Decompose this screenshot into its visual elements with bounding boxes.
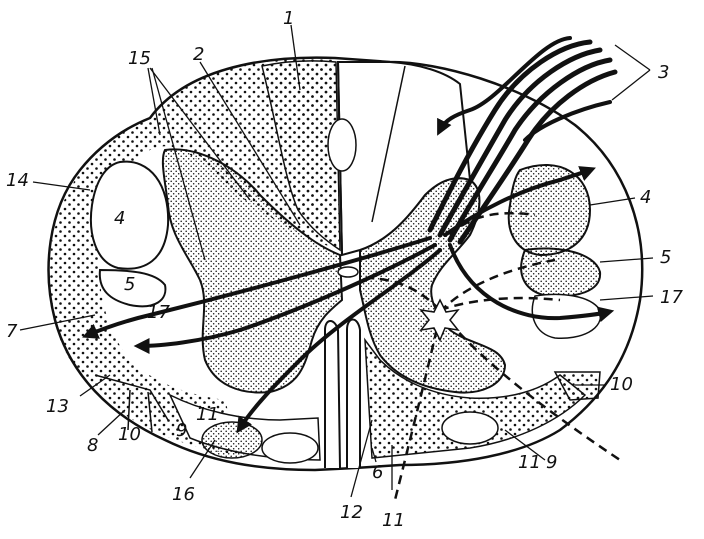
label-12: 12	[340, 502, 363, 523]
label-6: 6	[372, 462, 383, 483]
label-7: 7	[6, 321, 18, 342]
label-9-left: 9	[176, 420, 187, 441]
label-4-left: 4	[114, 208, 125, 229]
label-3: 3	[658, 62, 669, 83]
dorsal-nucleus-oval	[327, 118, 357, 172]
dorsal-sector-line	[371, 65, 406, 223]
label-5-right: 5	[660, 247, 671, 268]
ventral-oval-16	[201, 421, 263, 459]
label-4-right: 4	[640, 187, 651, 208]
label-10-left: 10	[118, 424, 141, 445]
ventral-fissure-right	[346, 318, 361, 468]
central-canal	[337, 266, 359, 278]
projection-tracts	[82, 166, 615, 434]
label-8: 8	[87, 435, 98, 456]
label-17-right: 17	[660, 287, 683, 308]
left-lateral-funiculus	[49, 59, 338, 456]
left-oval-5	[98, 268, 167, 308]
ventral-oval-left	[261, 432, 319, 464]
label-2: 2	[193, 44, 204, 65]
label-15: 15	[128, 48, 151, 69]
label-5-left: 5	[124, 274, 135, 295]
label-16: 16	[172, 484, 195, 505]
label-11-right: 11	[518, 452, 541, 473]
lower-right-segment-10	[553, 371, 601, 401]
lower-left-segments	[94, 374, 169, 433]
left-oval-4	[89, 160, 170, 270]
right-oval-5	[520, 247, 602, 298]
label-1: 1	[283, 8, 294, 29]
label-14: 14	[6, 170, 29, 191]
label-leader-lines	[19, 24, 654, 498]
neuron-cell	[419, 298, 460, 342]
right-oval-4	[507, 164, 592, 257]
label-11-left: 11	[196, 404, 219, 425]
label-11-center: 11	[382, 510, 405, 531]
label-10-right: 10	[610, 374, 633, 395]
ventral-median-fissure	[324, 320, 341, 469]
label-17-left: 17	[147, 302, 170, 323]
ventral-oval-right	[441, 411, 499, 445]
right-dorsal-funiculus	[336, 61, 472, 257]
fasciculus-gracilis-left	[261, 60, 341, 252]
label-13: 13	[46, 396, 69, 417]
label-9-right: 9	[546, 452, 557, 473]
